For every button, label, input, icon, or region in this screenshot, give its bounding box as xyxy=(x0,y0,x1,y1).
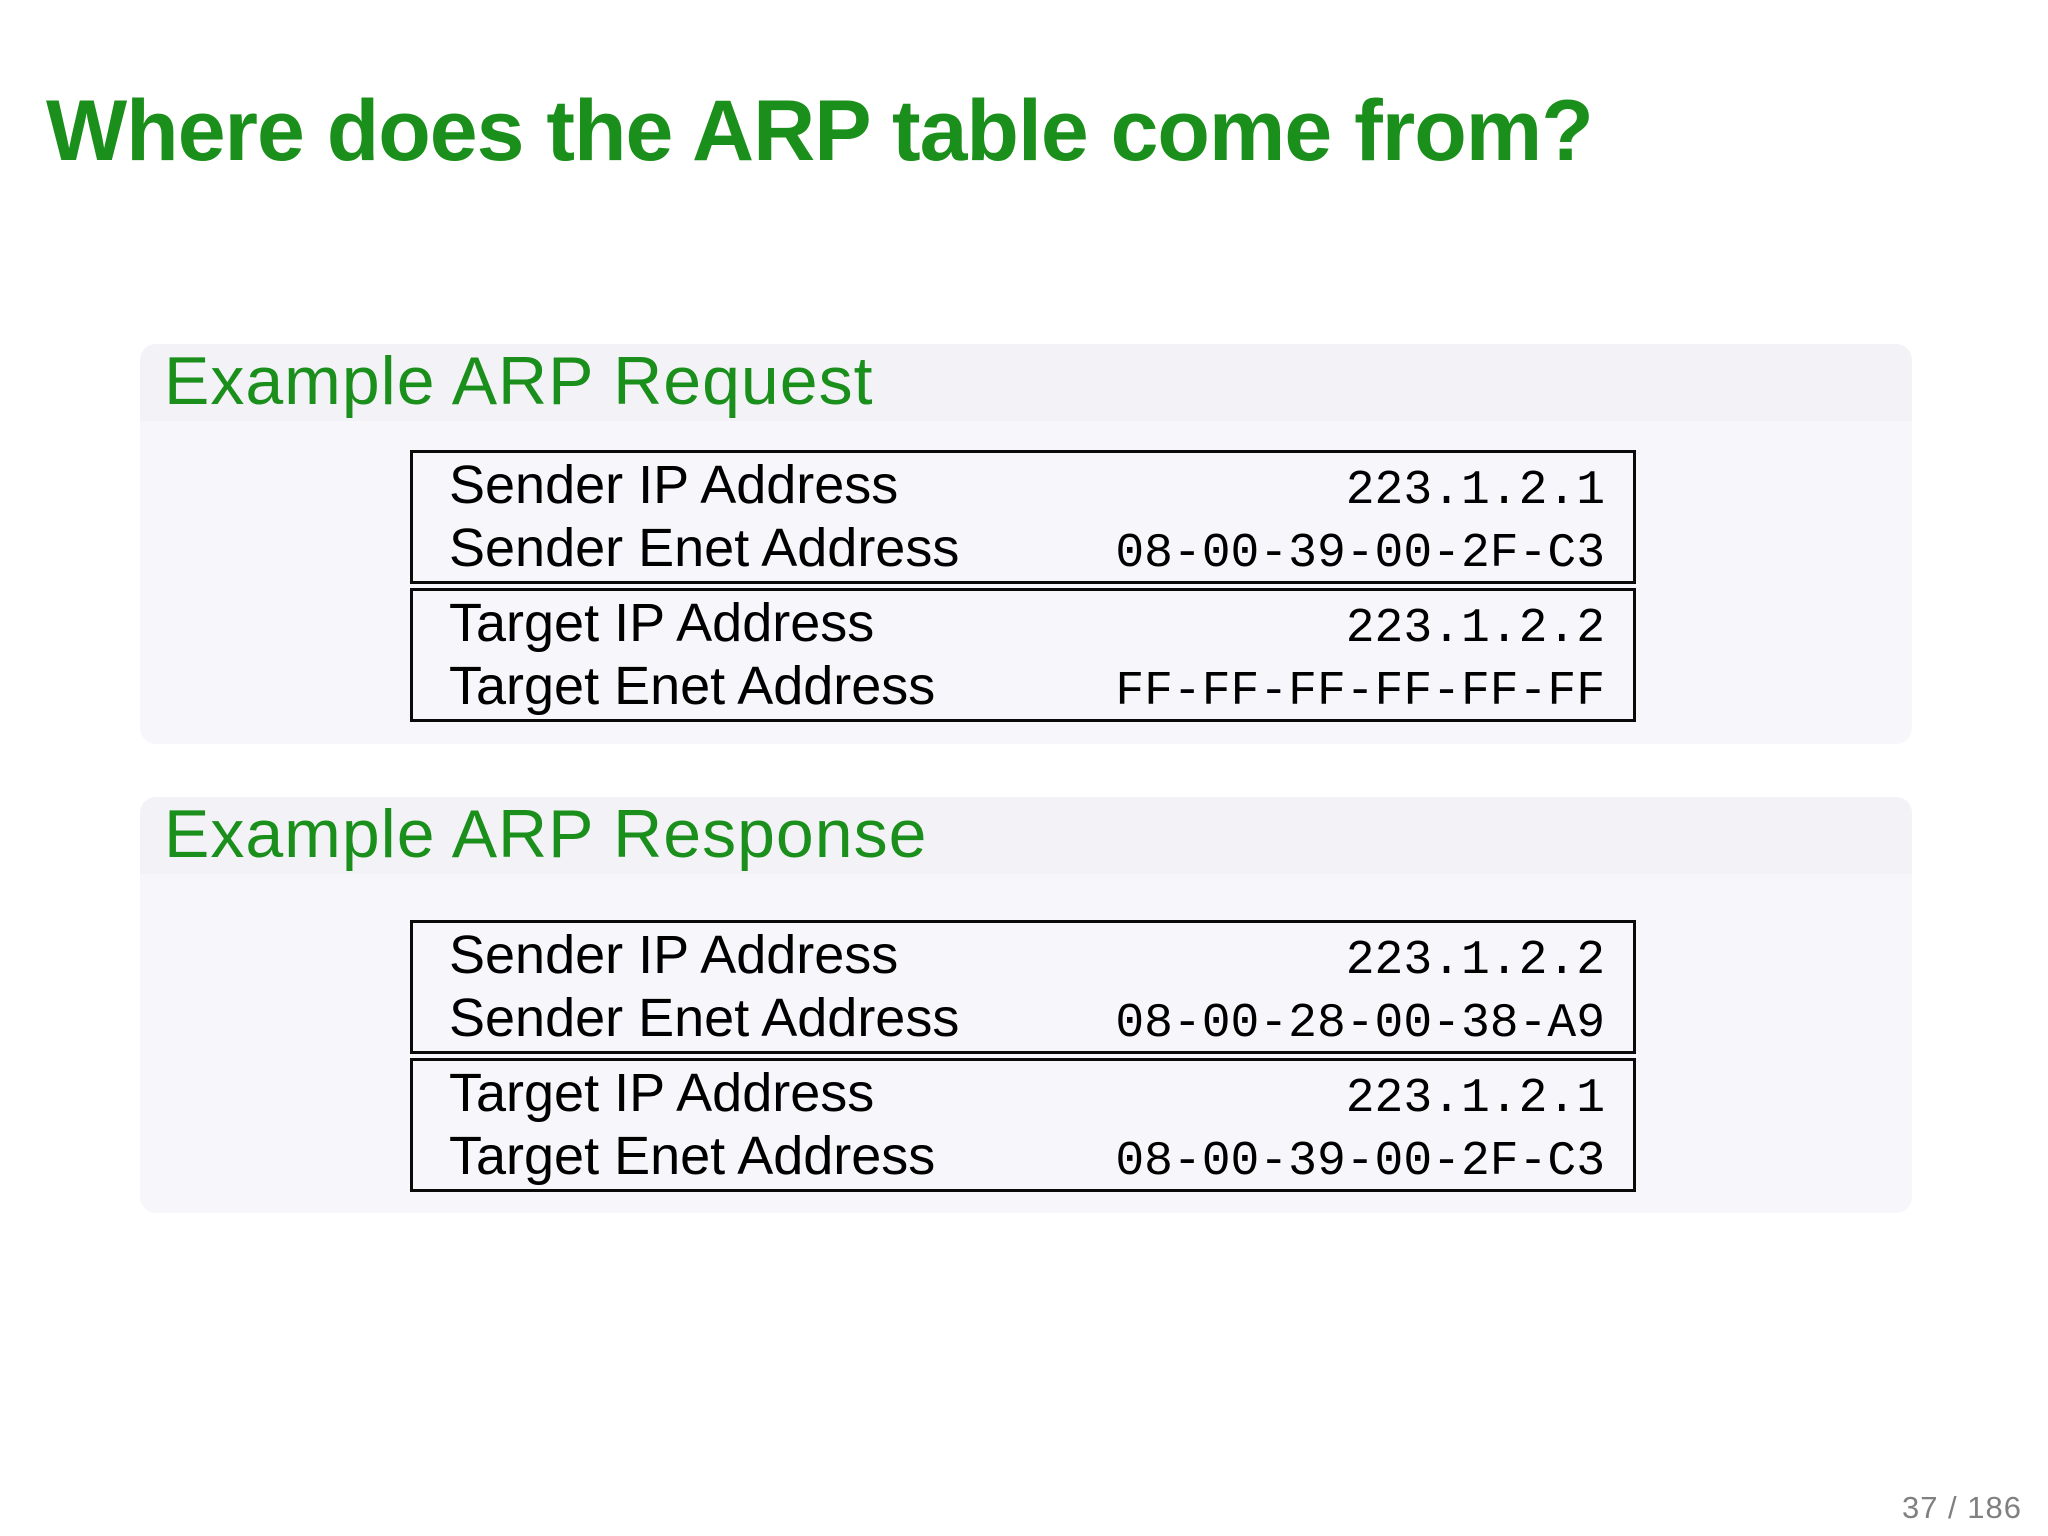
table-row: Target Enet Address FF-FF-FF-FF-FF-FF xyxy=(449,655,1605,719)
arp-response-block: Example ARP Response Sender IP Address 2… xyxy=(140,797,1912,1213)
arp-request-target-section: Target IP Address 223.1.2.2 Target Enet … xyxy=(410,588,1636,722)
table-row: Target Enet Address 08-00-39-00-2F-C3 xyxy=(449,1125,1605,1189)
arp-request-block: Example ARP Request Sender IP Address 22… xyxy=(140,344,1912,744)
arp-request-block-title: Example ARP Request xyxy=(164,343,874,419)
row-value: FF-FF-FF-FF-FF-FF xyxy=(1115,665,1605,719)
arp-request-sender-section: Sender IP Address 223.1.2.1 Sender Enet … xyxy=(410,450,1636,584)
row-value: 08-00-39-00-2F-C3 xyxy=(1115,527,1605,581)
row-label: Sender IP Address xyxy=(449,925,899,985)
row-value: 223.1.2.2 xyxy=(1345,602,1605,656)
table-row: Sender Enet Address 08-00-39-00-2F-C3 xyxy=(449,517,1605,581)
row-label: Sender IP Address xyxy=(449,455,899,515)
arp-response-sender-section: Sender IP Address 223.1.2.2 Sender Enet … xyxy=(410,920,1636,1054)
row-value: 223.1.2.1 xyxy=(1345,464,1605,518)
row-value: 08-00-39-00-2F-C3 xyxy=(1115,1135,1605,1189)
arp-response-block-header-bar: Example ARP Response xyxy=(140,797,1912,874)
table-row: Target IP Address 223.1.2.2 xyxy=(449,592,1605,656)
row-label: Target IP Address xyxy=(449,593,875,653)
page-number: 37 / 186 xyxy=(1901,1490,2022,1525)
row-label: Sender Enet Address xyxy=(449,518,960,578)
row-value: 223.1.2.1 xyxy=(1345,1072,1605,1126)
row-label: Sender Enet Address xyxy=(449,988,960,1048)
row-label: Target Enet Address xyxy=(449,656,936,716)
arp-response-block-title: Example ARP Response xyxy=(164,796,928,872)
arp-request-table: Sender IP Address 223.1.2.1 Sender Enet … xyxy=(410,450,1636,722)
arp-response-target-section: Target IP Address 223.1.2.1 Target Enet … xyxy=(410,1058,1636,1192)
row-label: Target Enet Address xyxy=(449,1126,936,1186)
row-value: 08-00-28-00-38-A9 xyxy=(1115,997,1605,1051)
table-row: Sender IP Address 223.1.2.1 xyxy=(449,454,1605,518)
table-row: Sender Enet Address 08-00-28-00-38-A9 xyxy=(449,987,1605,1051)
arp-request-block-header-bar: Example ARP Request xyxy=(140,344,1912,421)
arp-response-table: Sender IP Address 223.1.2.2 Sender Enet … xyxy=(410,920,1636,1192)
table-row: Sender IP Address 223.1.2.2 xyxy=(449,924,1605,988)
row-value: 223.1.2.2 xyxy=(1345,934,1605,988)
row-label: Target IP Address xyxy=(449,1063,875,1123)
table-row: Target IP Address 223.1.2.1 xyxy=(449,1062,1605,1126)
slide-title: Where does the ARP table come from? xyxy=(46,82,1594,179)
